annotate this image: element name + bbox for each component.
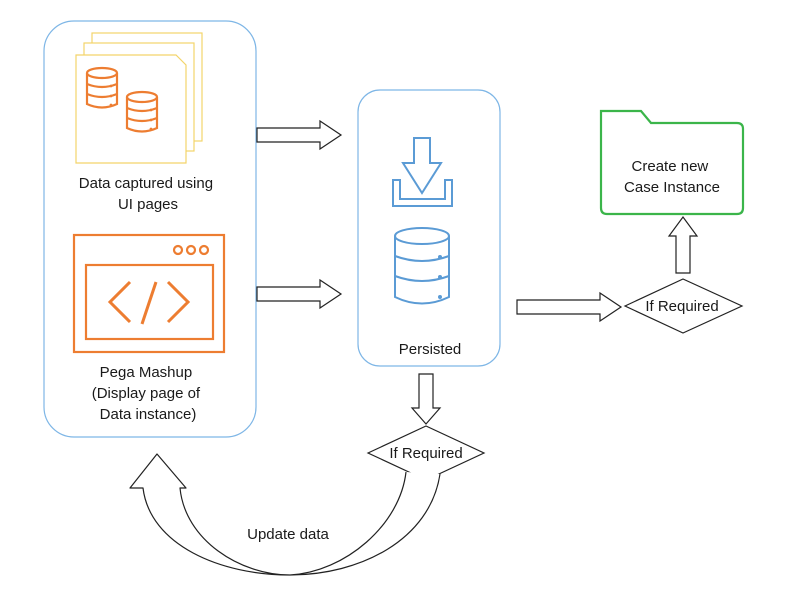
persisted-label: Persisted — [399, 341, 462, 358]
arrow-persisted-to-decision-bottom — [410, 373, 442, 425]
folder-icon — [599, 109, 745, 216]
arrow-persisted-to-decision — [516, 291, 623, 323]
data-capture-label: Data captured using UI pages — [79, 175, 217, 213]
update-data-curved-arrow — [129, 453, 441, 576]
decision-right-label: If Required — [645, 298, 718, 315]
arrow-decision-to-case — [667, 215, 699, 274]
update-data-label: Update data — [247, 526, 329, 543]
stacked-pages-database-icon — [75, 32, 203, 164]
case-label: Create new Case Instance — [624, 158, 720, 196]
decision-diamond-bottom — [366, 425, 486, 481]
decision-bottom-label: If Required — [389, 445, 462, 462]
download-icon — [392, 137, 453, 207]
mashup-label: Pega Mashup (Display page of Data instan… — [92, 364, 205, 423]
arrow-mashup-to-persisted — [256, 278, 343, 310]
decision-diamond-right — [623, 278, 744, 334]
database-icon — [394, 227, 450, 305]
browser-code-icon — [72, 233, 226, 354]
database-icon-dots — [438, 255, 442, 299]
arrow-capture-to-persisted — [256, 119, 343, 151]
